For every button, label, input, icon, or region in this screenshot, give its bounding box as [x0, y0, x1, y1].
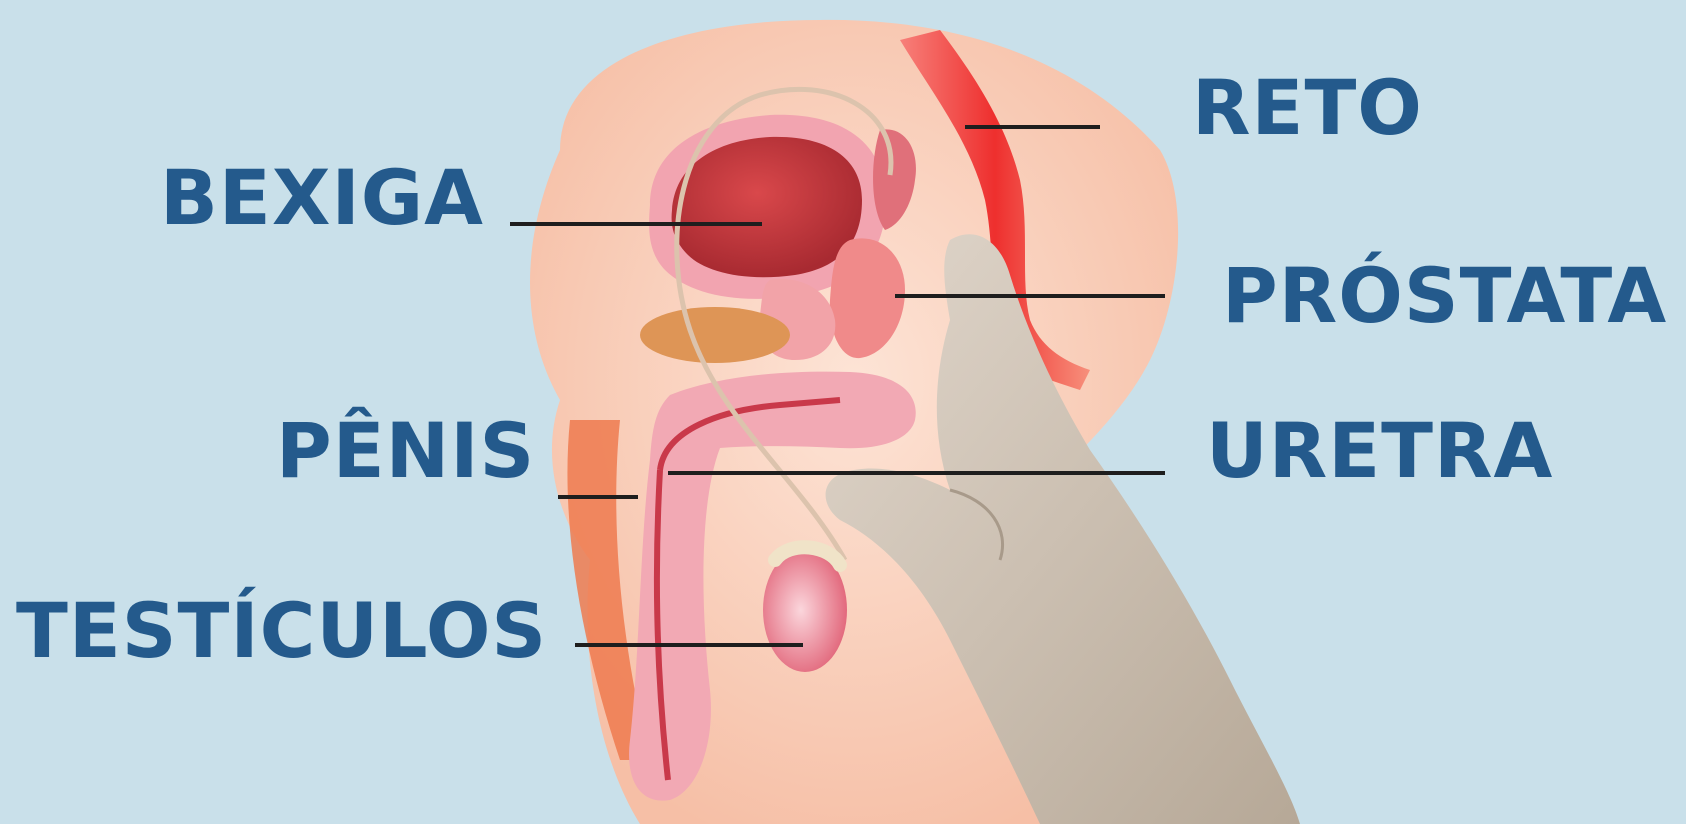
- pubic-bone: [640, 307, 790, 363]
- label-reto: RETO: [1192, 70, 1423, 146]
- label-testiculos: TESTÍCULOS: [16, 593, 547, 669]
- label-penis: PÊNIS: [276, 413, 535, 489]
- label-bexiga: BEXIGA: [160, 160, 484, 236]
- label-uretra: URETRA: [1206, 413, 1553, 489]
- label-prostata: PRÓSTATA: [1222, 258, 1667, 334]
